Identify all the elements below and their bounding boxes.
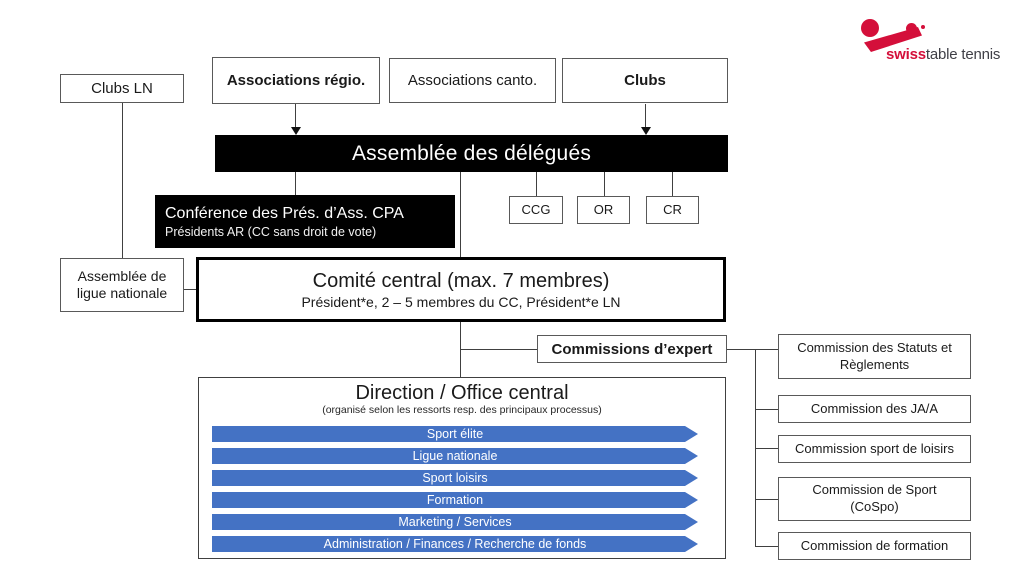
- box-associations-regio: Associations régio.: [212, 57, 380, 104]
- process-bar-ligue-nationale: Ligue nationale: [212, 448, 698, 464]
- box-or: OR: [577, 196, 630, 224]
- direction-subtitle: (organisé selon les ressorts resp. des p…: [322, 404, 602, 416]
- box-central-committee: Comité central (max. 7 membres) Présiden…: [196, 257, 726, 322]
- logo-brand-text: swiss: [886, 46, 926, 63]
- associations-regio-label: Associations régio.: [226, 72, 366, 89]
- central-committee-title: Comité central (max. 7 membres): [312, 269, 610, 292]
- box-commission-cospo: Commission de Sport (CoSpo): [778, 477, 971, 521]
- connector-committee-expert: [460, 349, 537, 350]
- cpa-title: Conférence des Prés. d’Ass. CPA: [165, 204, 404, 222]
- connector-clubs-stem: [645, 104, 646, 128]
- assembly-bar: Assemblée des délégués: [215, 135, 728, 172]
- direction-title: Direction / Office central: [355, 382, 569, 404]
- connector-league-committee: [184, 289, 197, 290]
- stub-commission-2: [755, 409, 778, 410]
- ccg-label: CCG: [521, 201, 551, 217]
- logo-dot-icon: [921, 25, 925, 29]
- box-cpa: Conférence des Prés. d’Ass. CPA Présiden…: [155, 195, 455, 248]
- commission-jaa-label: Commission des JA/A: [810, 400, 939, 416]
- process-bar-marketing: Marketing / Services: [212, 514, 698, 530]
- clubs-ln-label: Clubs LN: [91, 80, 153, 97]
- process-bar-label: Ligue nationale: [412, 449, 498, 463]
- logo-ball-large-icon: [861, 19, 879, 37]
- box-commission-formation: Commission de formation: [778, 532, 971, 560]
- stub-commission-5: [755, 546, 778, 547]
- connector-clubsln-league: [122, 103, 123, 259]
- logo-wordmark: swisstable tennis: [886, 46, 1000, 63]
- process-bar-formation: Formation: [212, 492, 698, 508]
- or-label: OR: [593, 201, 614, 217]
- commission-loisirs-label: Commission sport de loisirs: [795, 440, 954, 456]
- box-league-assembly: Assemblée de ligue nationale: [60, 258, 184, 312]
- commission-cospo-label: Commission de Sport (CoSpo): [812, 482, 937, 514]
- cpa-subtitle: Présidents AR (CC sans droit de vote): [165, 224, 377, 239]
- connector-bar-cr: [672, 172, 673, 196]
- process-bar-label: Sport élite: [426, 427, 484, 441]
- associations-canto-label: Associations canto.: [407, 72, 538, 89]
- connector-expert-trunk: [727, 349, 778, 350]
- box-ccg: CCG: [509, 196, 563, 224]
- logo-suffix-text: table tennis: [925, 46, 1001, 63]
- process-bar-label: Sport loisirs: [422, 471, 488, 485]
- box-clubs: Clubs: [562, 58, 728, 103]
- regio-arrowhead-icon: [291, 127, 301, 135]
- commission-statuts-label: Commission des Statuts et Règlements: [797, 339, 952, 372]
- stub-commission-4: [755, 499, 778, 500]
- box-cr: CR: [646, 196, 699, 224]
- connector-regio-stem: [295, 104, 296, 128]
- process-bar-label: Formation: [426, 493, 484, 507]
- box-commission-loisirs: Commission sport de loisirs: [778, 435, 971, 463]
- process-bar-sport-elite: Sport élite: [212, 426, 698, 442]
- stub-commission-3: [755, 448, 778, 449]
- process-bar-administration: Administration / Finances / Recherche de…: [212, 536, 698, 552]
- clubs-label: Clubs: [624, 72, 666, 89]
- clubs-arrowhead-icon: [641, 127, 651, 135]
- league-assembly-label: Assemblée de ligue nationale: [76, 267, 168, 302]
- central-committee-subtitle: Président*e, 2 – 5 membres du CC, Présid…: [301, 293, 621, 310]
- expert-commissions-label: Commissions d’expert: [551, 340, 713, 358]
- process-bar-label: Marketing / Services: [398, 515, 512, 529]
- connector-bar-ccg: [536, 172, 537, 196]
- assembly-bar-label: Assemblée des délégués: [351, 141, 592, 165]
- process-bar-label: Administration / Finances / Recherche de…: [323, 537, 587, 551]
- box-expert-commissions: Commissions d’expert: [537, 335, 727, 363]
- box-commission-jaa: Commission des JA/A: [778, 395, 971, 423]
- process-bar-sport-loisirs: Sport loisirs: [212, 470, 698, 486]
- box-clubs-ln: Clubs LN: [60, 74, 184, 103]
- connector-bar-committee: [460, 172, 461, 258]
- connector-bar-cpa: [295, 172, 296, 195]
- box-associations-canto: Associations canto.: [389, 58, 556, 103]
- box-commission-statuts: Commission des Statuts et Règlements: [778, 334, 971, 379]
- cr-label: CR: [663, 201, 682, 217]
- commission-formation-label: Commission de formation: [800, 537, 949, 553]
- logo-ball-small-icon: [906, 23, 917, 34]
- connector-bar-or: [604, 172, 605, 196]
